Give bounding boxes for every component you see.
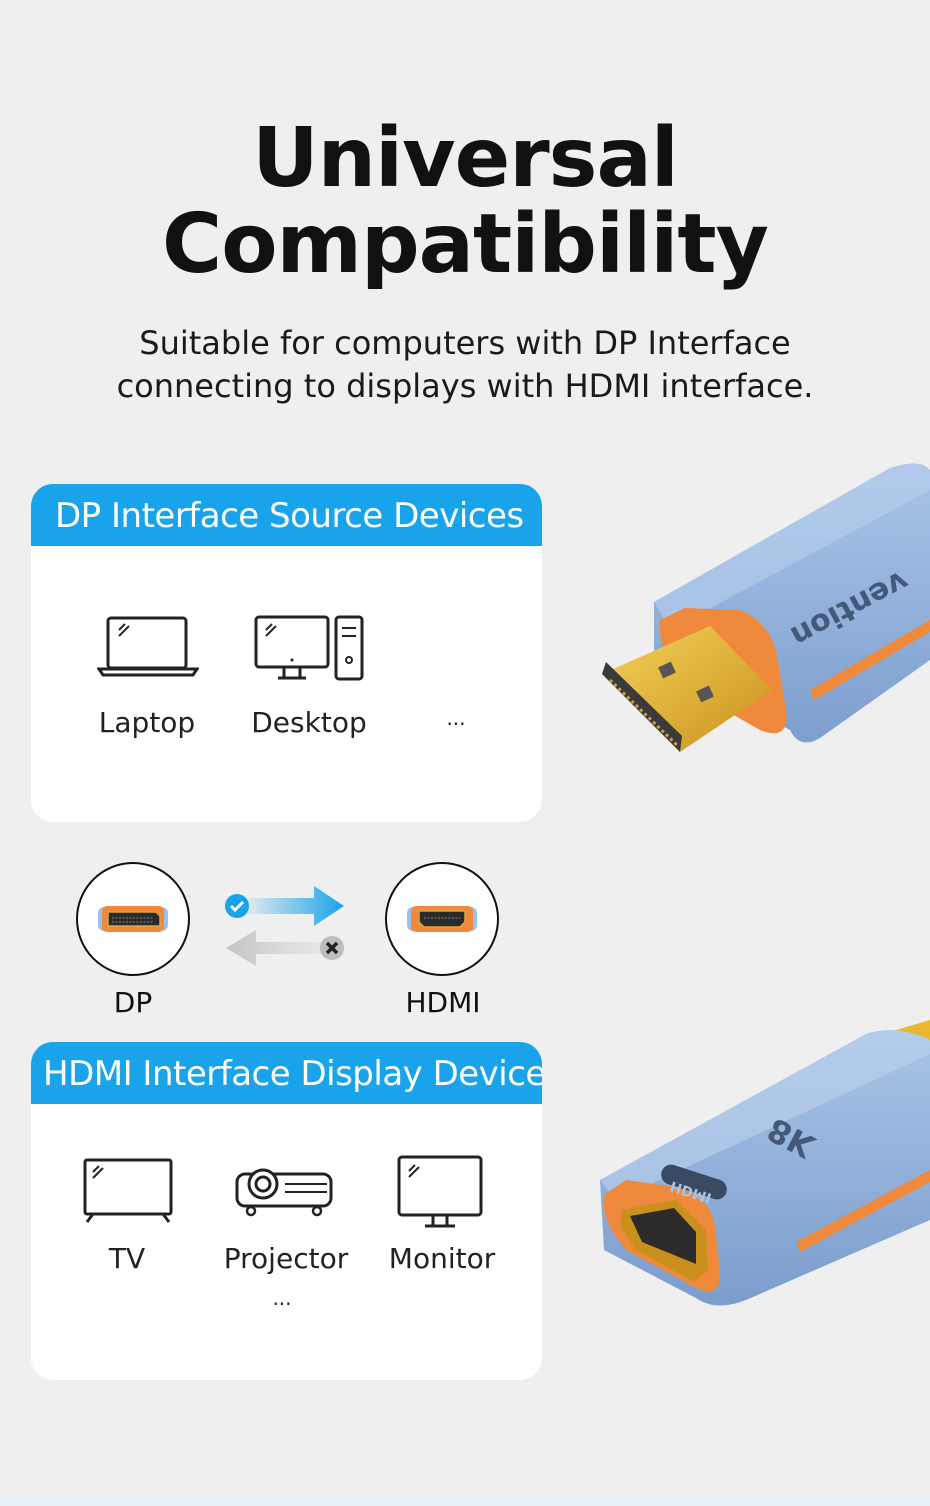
source-devices-card: DP Interface Source Devices Laptop Deskt… (31, 484, 542, 822)
desktop-icon (254, 615, 364, 681)
title-line-2: Compatibility (162, 197, 769, 292)
laptop-label: Laptop (98, 706, 196, 739)
dp-adapter-image: vention (602, 463, 930, 752)
monitor-icon (397, 1155, 483, 1228)
title-line-1: Universal (252, 111, 679, 206)
projector-icon (235, 1168, 333, 1217)
more-devices-ellipsis: ... (446, 706, 466, 730)
x-icon (320, 936, 344, 960)
hdmi-adapter-image: HDMI 8K (600, 1020, 930, 1306)
check-icon (225, 894, 249, 918)
direction-arrows (225, 886, 344, 966)
monitor-label: Monitor (388, 1242, 496, 1275)
bottom-strip (0, 1494, 930, 1506)
projector-label: Projector (223, 1242, 349, 1275)
source-devices-title: DP Interface Source Devices (31, 484, 542, 546)
dp-port-icon (98, 906, 168, 932)
hdmi-port-icon (407, 906, 477, 932)
hdmi-port-circle (385, 862, 499, 976)
hdmi-label: HDMI (405, 986, 481, 1019)
display-devices-title: HDMI Interface Display Devices (31, 1042, 542, 1104)
dp-label: DP (113, 986, 153, 1019)
forward-arrow (240, 886, 344, 926)
dp-port-circle (76, 862, 190, 976)
tv-icon (83, 1158, 173, 1223)
more-displays-ellipsis: ... (272, 1286, 292, 1310)
tv-label: TV (108, 1242, 146, 1275)
backward-arrow (226, 930, 330, 966)
display-devices-card: HDMI Interface Display Devices TV Projec… (31, 1042, 542, 1380)
desktop-label: Desktop (251, 706, 367, 739)
subtitle-line-1: Suitable for computers with DP Interface (139, 324, 791, 362)
laptop-icon (97, 616, 199, 677)
subtitle-line-2: connecting to displays with HDMI interfa… (116, 367, 814, 405)
